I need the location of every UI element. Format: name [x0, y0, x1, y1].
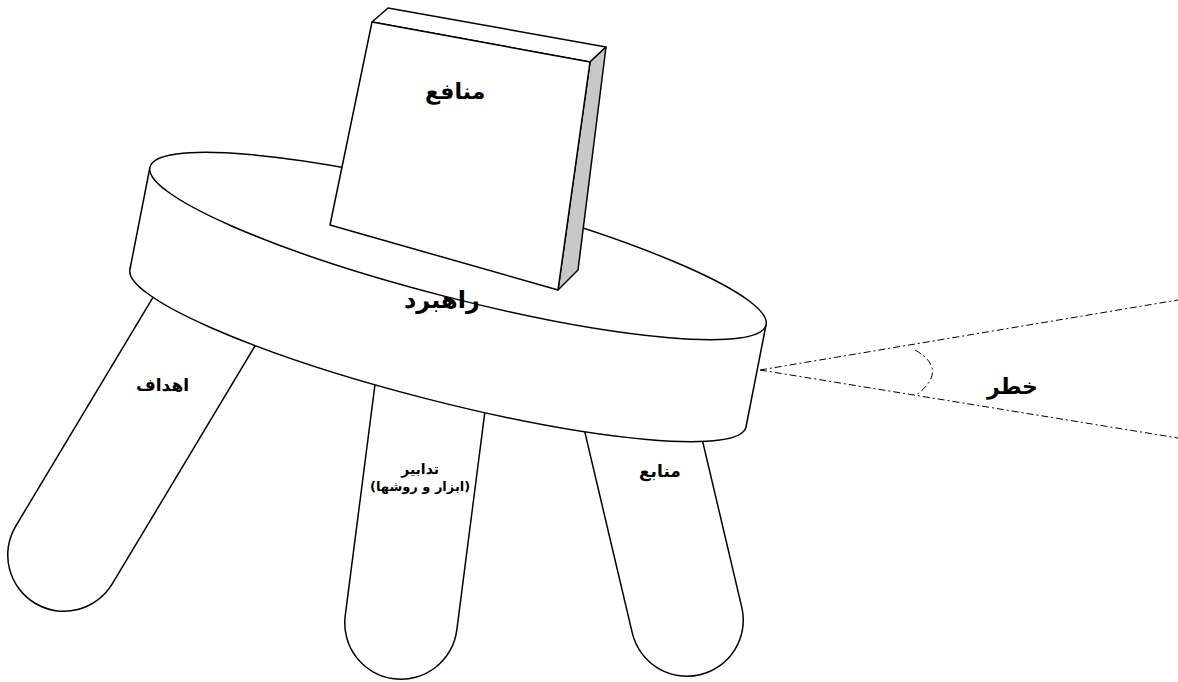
node-title: منابع: [639, 461, 681, 482]
risk-wedge: [760, 300, 1178, 438]
benefits-box: منافع: [421, 76, 489, 108]
node-title: منافع: [425, 78, 485, 106]
node-title: تدابیر: [370, 461, 470, 479]
strategy-disc: راهبرد: [400, 283, 484, 317]
node-title: اهداف: [136, 375, 189, 396]
node-title: راهبرد: [404, 285, 480, 315]
risk-label: خطر: [984, 374, 1041, 399]
measures-leg: تدابیر(ابزار و روشها): [366, 459, 474, 497]
node-subtitle: (ابزار و روشها): [370, 479, 470, 495]
resources-leg: منابع: [635, 459, 685, 484]
benefits-box: [330, 8, 606, 290]
goals-leg: اهداف: [132, 373, 193, 398]
